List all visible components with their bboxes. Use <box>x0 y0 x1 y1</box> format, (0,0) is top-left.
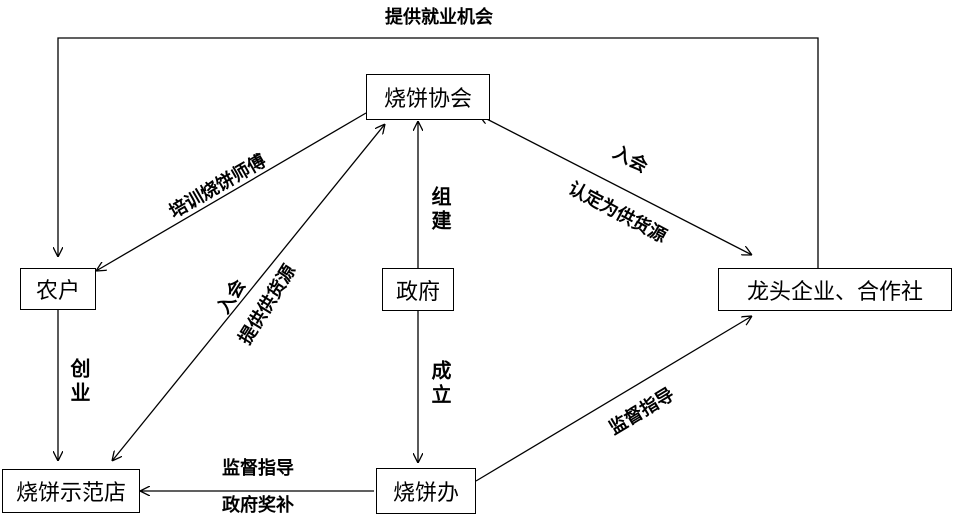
node-enterprise: 龙头企业、合作社 <box>718 268 952 311</box>
edge-supervise-enterprise <box>475 316 752 482</box>
node-demo-store: 烧饼示范店 <box>2 469 140 513</box>
label-organize: 组建 <box>428 186 452 234</box>
label-establish: 成立 <box>428 360 452 408</box>
edge-provide-jobs <box>58 37 819 268</box>
edge-association-enterprise <box>479 115 752 255</box>
node-government: 政府 <box>382 268 454 311</box>
node-association: 烧饼协会 <box>366 74 490 120</box>
label-provide-jobs: 提供就业机会 <box>385 7 493 28</box>
label-gov-subsidy: 政府奖补 <box>222 495 294 516</box>
label-start-business: 创业 <box>67 358 91 406</box>
edge-association-store <box>112 124 385 461</box>
node-office: 烧饼办 <box>376 468 476 514</box>
edge-train-masters <box>96 112 367 271</box>
label-supervise-store: 监督指导 <box>222 458 294 479</box>
node-farmers: 农户 <box>20 268 96 310</box>
